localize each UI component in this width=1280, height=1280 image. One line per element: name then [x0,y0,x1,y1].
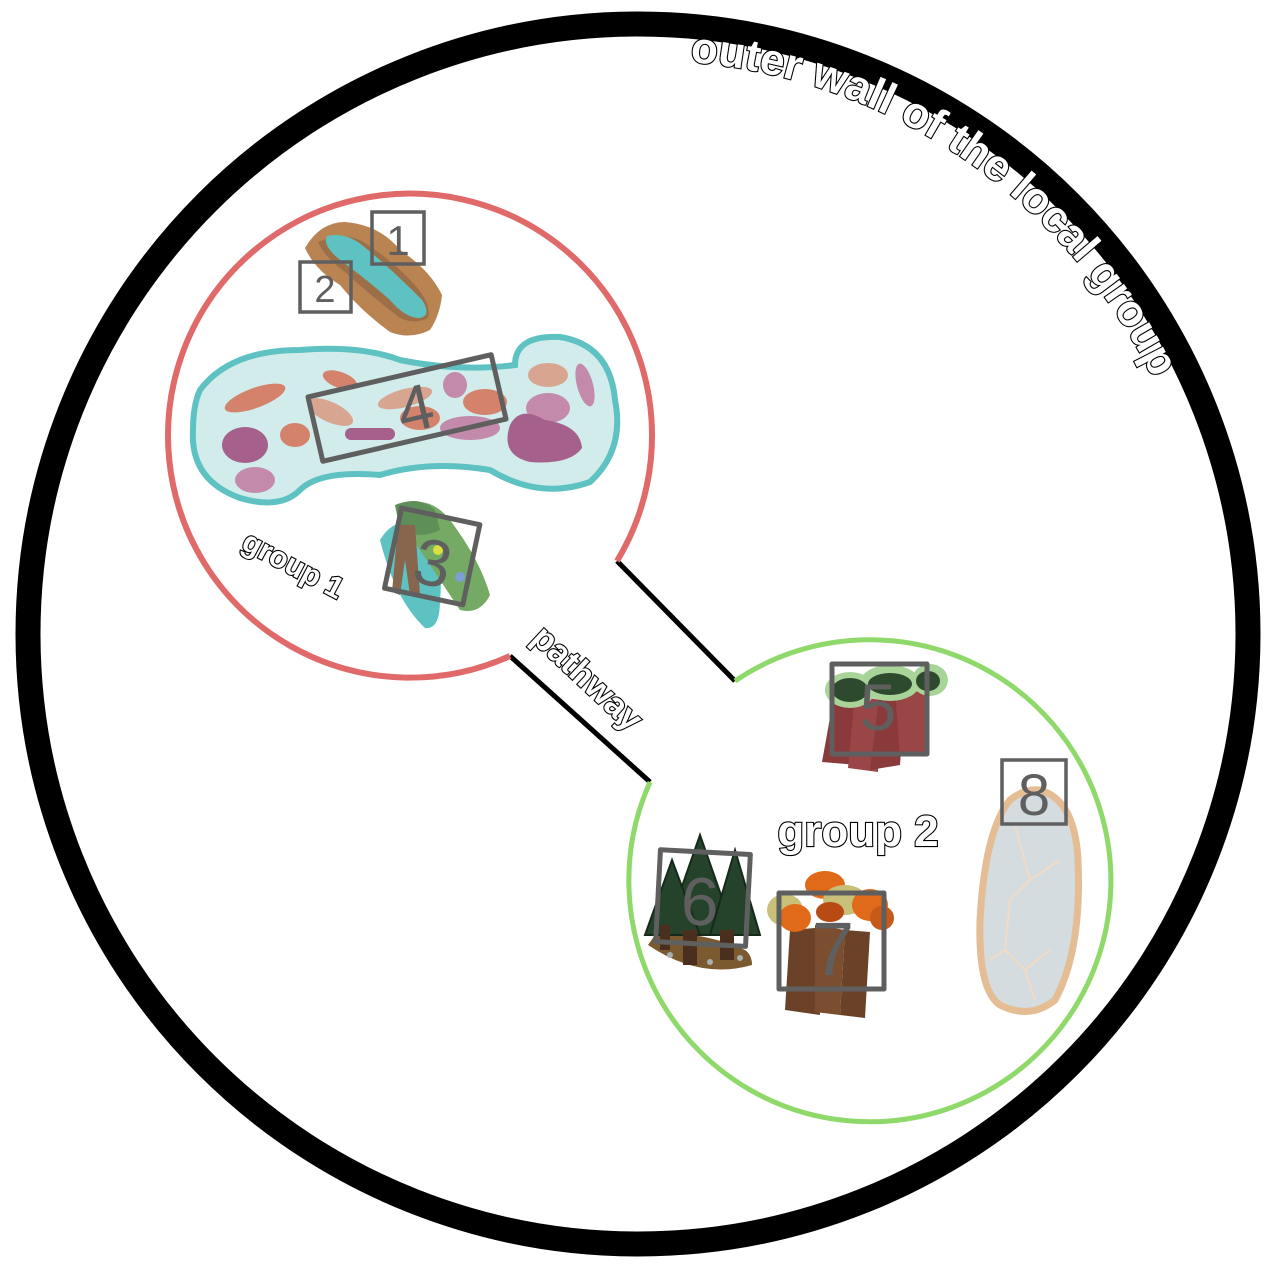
marker-7: 7 [776,890,887,992]
marker-5: 5 [829,661,930,757]
marker-1: 1 [370,210,426,266]
group2-label: group 2 [777,807,938,856]
group1-wall [165,190,655,681]
svg-text:2: 2 [314,269,335,311]
group1-label: group 1 [237,525,350,606]
pathway-wall-upper [615,559,737,683]
outer-wall-label: outer wall of the local group [689,23,1188,383]
svg-text:6: 6 [679,863,721,941]
egg-pod-illustration [976,786,1082,1015]
svg-text:7: 7 [812,907,854,992]
group2-wall [626,637,1114,1125]
svg-text:1: 1 [386,217,409,264]
coral-pool-illustration [189,333,621,506]
outer-wall [15,11,1261,1257]
marker-8: 8 [1000,758,1068,828]
svg-text:8: 8 [1018,763,1050,828]
marker-2: 2 [298,260,353,314]
pond-illustration [305,222,442,336]
pathway-wall-lower [508,654,652,784]
svg-text:5: 5 [860,670,897,744]
pathway-label: pathway [525,618,650,739]
marker-6: 6 [653,847,753,949]
